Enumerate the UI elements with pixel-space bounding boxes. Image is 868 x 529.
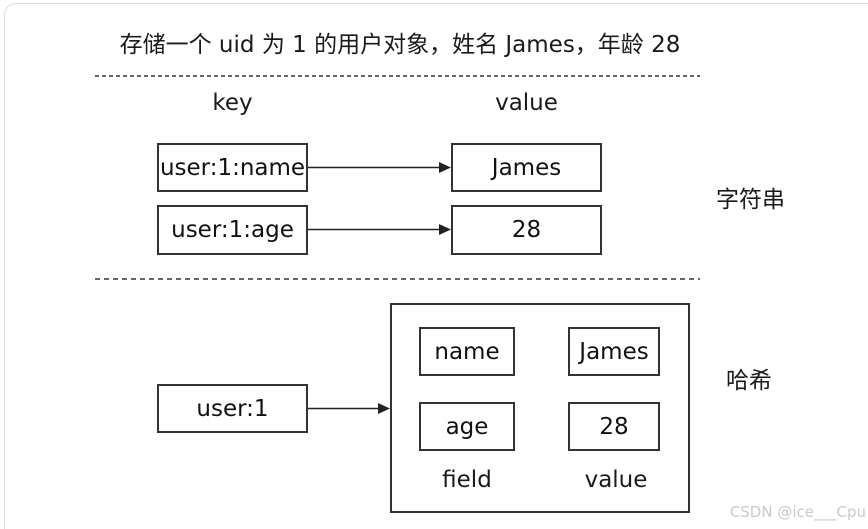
hash-key-box: user:1 (157, 384, 308, 433)
csdn-watermark: CSDN @ice___Cpu (729, 503, 866, 521)
hash-value-box-name: James (568, 327, 660, 376)
arrow-string-name (308, 162, 451, 173)
string-header-key: key (212, 90, 253, 116)
diagram-title: 存储一个 uid 为 1 的用户对象，姓名 James，年龄 28 (119, 32, 681, 58)
string-value-box-age: 28 (451, 205, 602, 255)
hash-field-box-name: name (419, 327, 515, 376)
hash-footer-field: field (442, 467, 492, 493)
string-key-box-name: user:1:name (157, 143, 308, 192)
string-value-box-name: James (451, 143, 602, 192)
arrow-hash-key (308, 403, 390, 414)
hash-field-box-age: age (419, 402, 515, 451)
string-type-label: 字符串 (716, 187, 785, 213)
hash-value-box-age: 28 (568, 402, 660, 451)
string-key-box-age: user:1:age (157, 205, 308, 255)
hash-footer-value: value (584, 467, 648, 493)
string-header-value: value (495, 90, 558, 116)
hash-type-label: 哈希 (726, 368, 772, 394)
arrow-string-age (308, 224, 451, 235)
